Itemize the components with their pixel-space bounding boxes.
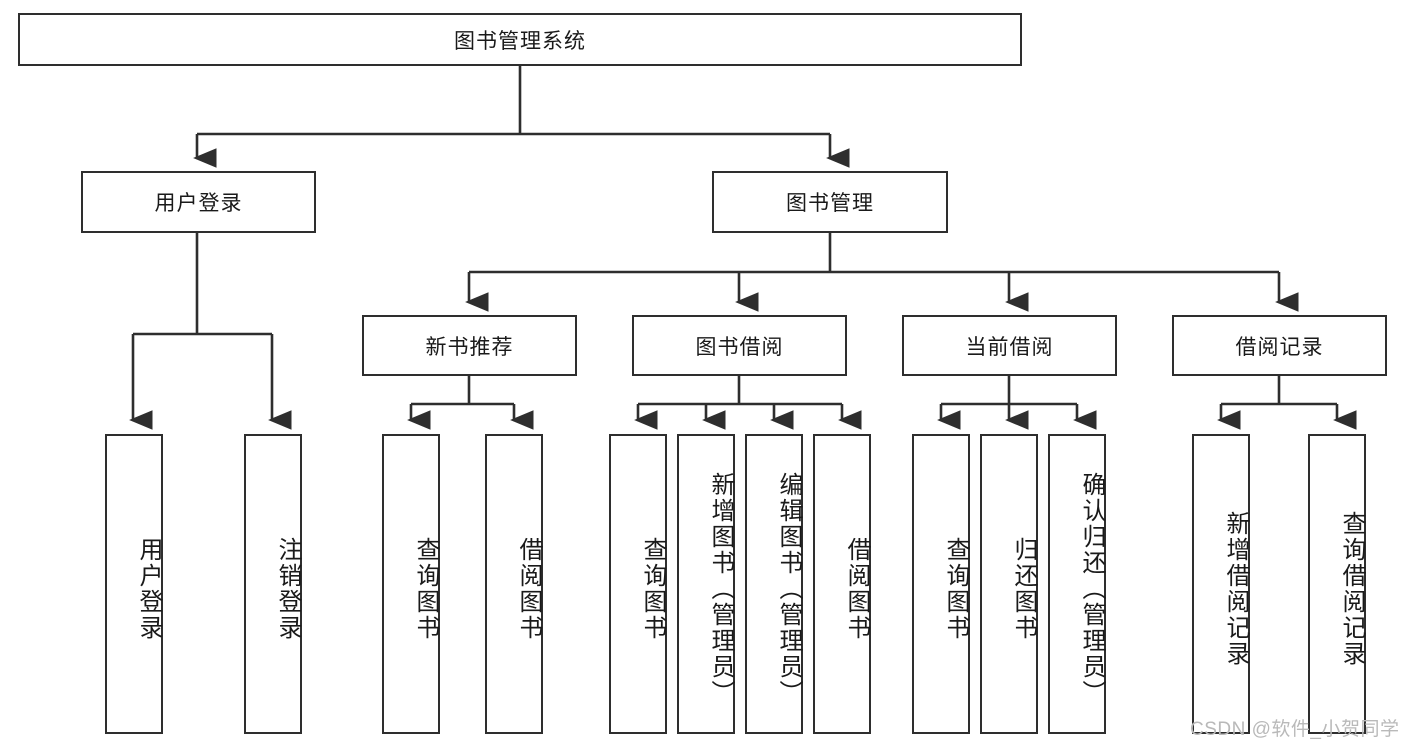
leaf-query-book-borrow[interactable]: 查询图书 <box>609 434 667 734</box>
node-label: 借阅图书 <box>515 537 542 641</box>
node-label: 注销登录 <box>274 537 301 641</box>
node-label: 借阅记录 <box>1235 335 1324 359</box>
node-label: 归还图书 <box>1010 537 1037 641</box>
csdn-watermark: CSDN @软件_小贺同学 <box>1190 719 1400 740</box>
node-book-borrow[interactable]: 图书借阅 <box>632 315 847 376</box>
node-label: 新增借阅记录 <box>1222 511 1249 667</box>
node-label: 图书管理 <box>786 192 874 215</box>
leaf-add-book-admin[interactable]: 新增图书（管理员） <box>677 434 735 734</box>
node-user-login[interactable]: 用户登录 <box>81 171 316 233</box>
node-label: 编辑图书（管理员） <box>775 472 802 706</box>
node-label: 图书借阅 <box>695 335 784 359</box>
leaf-return-book[interactable]: 归还图书 <box>980 434 1038 734</box>
node-label: 确认归还（管理员） <box>1078 472 1105 706</box>
node-label: 新增图书（管理员） <box>707 472 734 706</box>
leaf-add-borrow-record[interactable]: 新增借阅记录 <box>1192 434 1250 734</box>
node-new-book-recommendation[interactable]: 新书推荐 <box>362 315 577 376</box>
node-borrow-record[interactable]: 借阅记录 <box>1172 315 1387 376</box>
node-label: 查询图书 <box>942 537 969 641</box>
leaf-user-logout[interactable]: 注销登录 <box>244 434 302 734</box>
leaf-confirm-return-admin[interactable]: 确认归还（管理员） <box>1048 434 1106 734</box>
node-current-borrow[interactable]: 当前借阅 <box>902 315 1117 376</box>
leaf-user-login[interactable]: 用户登录 <box>105 434 163 734</box>
leaf-edit-book-admin[interactable]: 编辑图书（管理员） <box>745 434 803 734</box>
node-label: 新书推荐 <box>425 335 514 359</box>
node-book-management[interactable]: 图书管理 <box>712 171 948 233</box>
node-label: 借阅图书 <box>843 537 870 641</box>
node-label: 查询图书 <box>639 537 666 641</box>
node-label: 查询图书 <box>412 537 439 641</box>
node-label: 查询借阅记录 <box>1338 511 1365 667</box>
leaf-borrow-book[interactable]: 借阅图书 <box>813 434 871 734</box>
leaf-query-book-current[interactable]: 查询图书 <box>912 434 970 734</box>
node-label: 用户登录 <box>154 192 243 215</box>
node-label: 用户登录 <box>135 537 162 641</box>
node-label: 当前借阅 <box>965 335 1054 359</box>
leaf-borrow-book-new-book[interactable]: 借阅图书 <box>485 434 543 734</box>
node-root-book-management-system[interactable]: 图书管理系统 <box>18 13 1022 66</box>
node-label: 图书管理系统 <box>454 29 586 53</box>
leaf-query-borrow-record[interactable]: 查询借阅记录 <box>1308 434 1366 734</box>
leaf-query-book-new-book[interactable]: 查询图书 <box>382 434 440 734</box>
